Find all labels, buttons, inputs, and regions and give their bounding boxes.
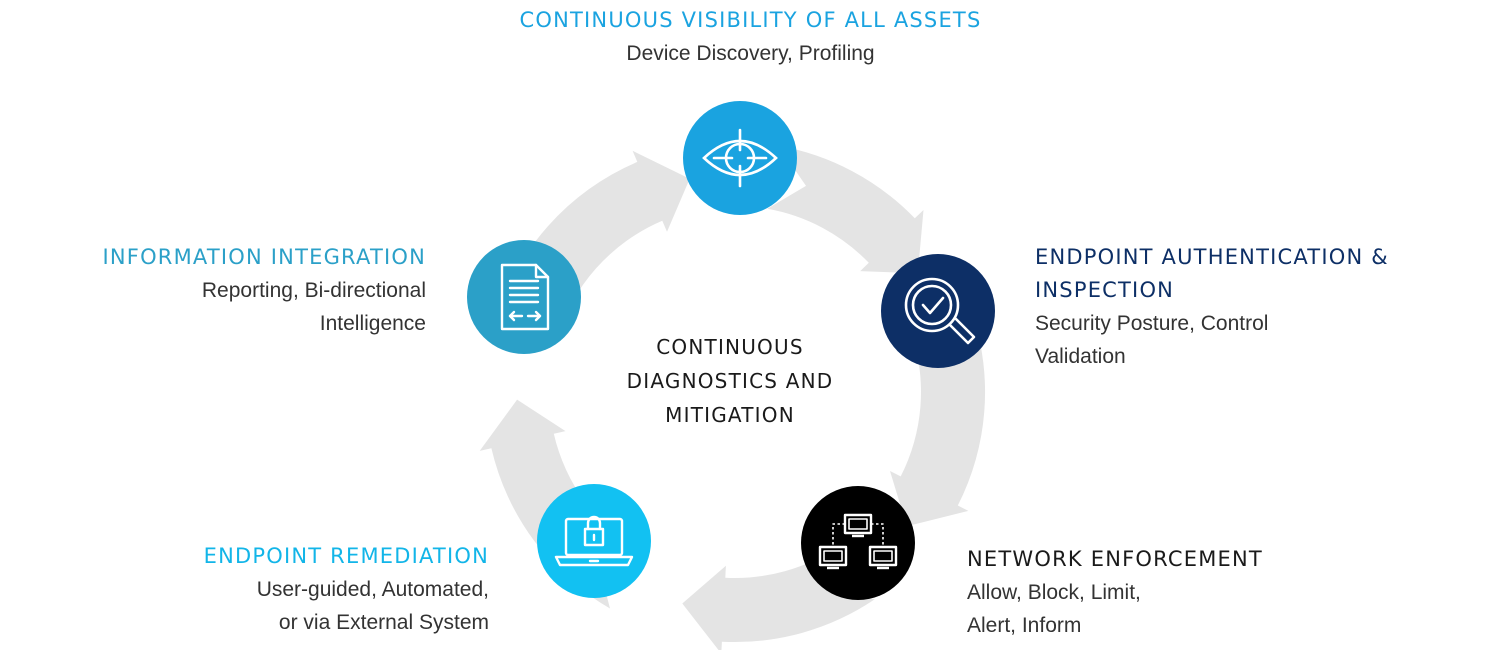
visibility-subtitle: Device Discovery, Profiling — [626, 42, 875, 65]
node-visibility-circle — [683, 101, 797, 215]
center-title-line-2: DIAGNOSTICS AND — [626, 369, 834, 393]
label-authentication: ENDPOINT AUTHENTICATION & INSPECTION Sec… — [1035, 241, 1389, 373]
node-network — [801, 486, 915, 600]
center-title-line-3: MITIGATION — [665, 403, 795, 427]
authentication-subtitle-line-2: Validation — [1035, 345, 1126, 368]
network-title: NETWORK ENFORCEMENT — [967, 547, 1263, 571]
label-integration: INFORMATION INTEGRATION Reporting, Bi-di… — [103, 241, 427, 340]
center-title: CONTINUOUS DIAGNOSTICS AND MITIGATION — [560, 330, 900, 432]
node-remediation — [537, 484, 651, 598]
authentication-title-line-2: INSPECTION — [1035, 278, 1175, 302]
remediation-subtitle-line-2: or via External System — [278, 611, 489, 634]
remediation-subtitle-line-1: User-guided, Automated, — [256, 578, 489, 601]
label-visibility: CONTINUOUS VISIBILITY OF ALL ASSETS Devi… — [0, 4, 1501, 70]
label-remediation: ENDPOINT REMEDIATION User-guided, Automa… — [204, 540, 489, 639]
remediation-title: ENDPOINT REMEDIATION — [203, 544, 489, 568]
authentication-subtitle-line-1: Security Posture, Control — [1035, 312, 1269, 335]
magnifier-check-icon — [904, 277, 976, 345]
node-integration-circle — [467, 240, 581, 354]
ring-arrow-visibility-to-authentication — [767, 145, 924, 274]
laptop-lock-icon — [554, 515, 634, 567]
visibility-title: CONTINUOUS VISIBILITY OF ALL ASSETS — [519, 8, 982, 32]
node-authentication-circle — [881, 254, 995, 368]
integration-subtitle-line-1: Reporting, Bi-directional — [201, 279, 426, 302]
integration-subtitle-line-2: Intelligence — [319, 312, 426, 335]
network-subtitle-line-1: Allow, Block, Limit, — [967, 581, 1141, 604]
ring-arrow-authentication-to-network — [890, 314, 986, 527]
label-network: NETWORK ENFORCEMENT Allow, Block, Limit,… — [967, 543, 1263, 642]
node-network-circle — [801, 486, 915, 600]
eye-target-icon — [702, 128, 778, 188]
network-computers-icon — [818, 513, 898, 570]
node-authentication — [881, 254, 995, 368]
authentication-title-line-1: ENDPOINT AUTHENTICATION & — [1035, 245, 1389, 269]
integration-title: INFORMATION INTEGRATION — [102, 245, 426, 269]
node-visibility — [683, 101, 797, 215]
network-subtitle-line-2: Alert, Inform — [967, 614, 1082, 637]
document-exchange-icon — [500, 263, 550, 331]
center-title-line-1: CONTINUOUS — [656, 335, 804, 359]
node-integration — [467, 240, 581, 354]
